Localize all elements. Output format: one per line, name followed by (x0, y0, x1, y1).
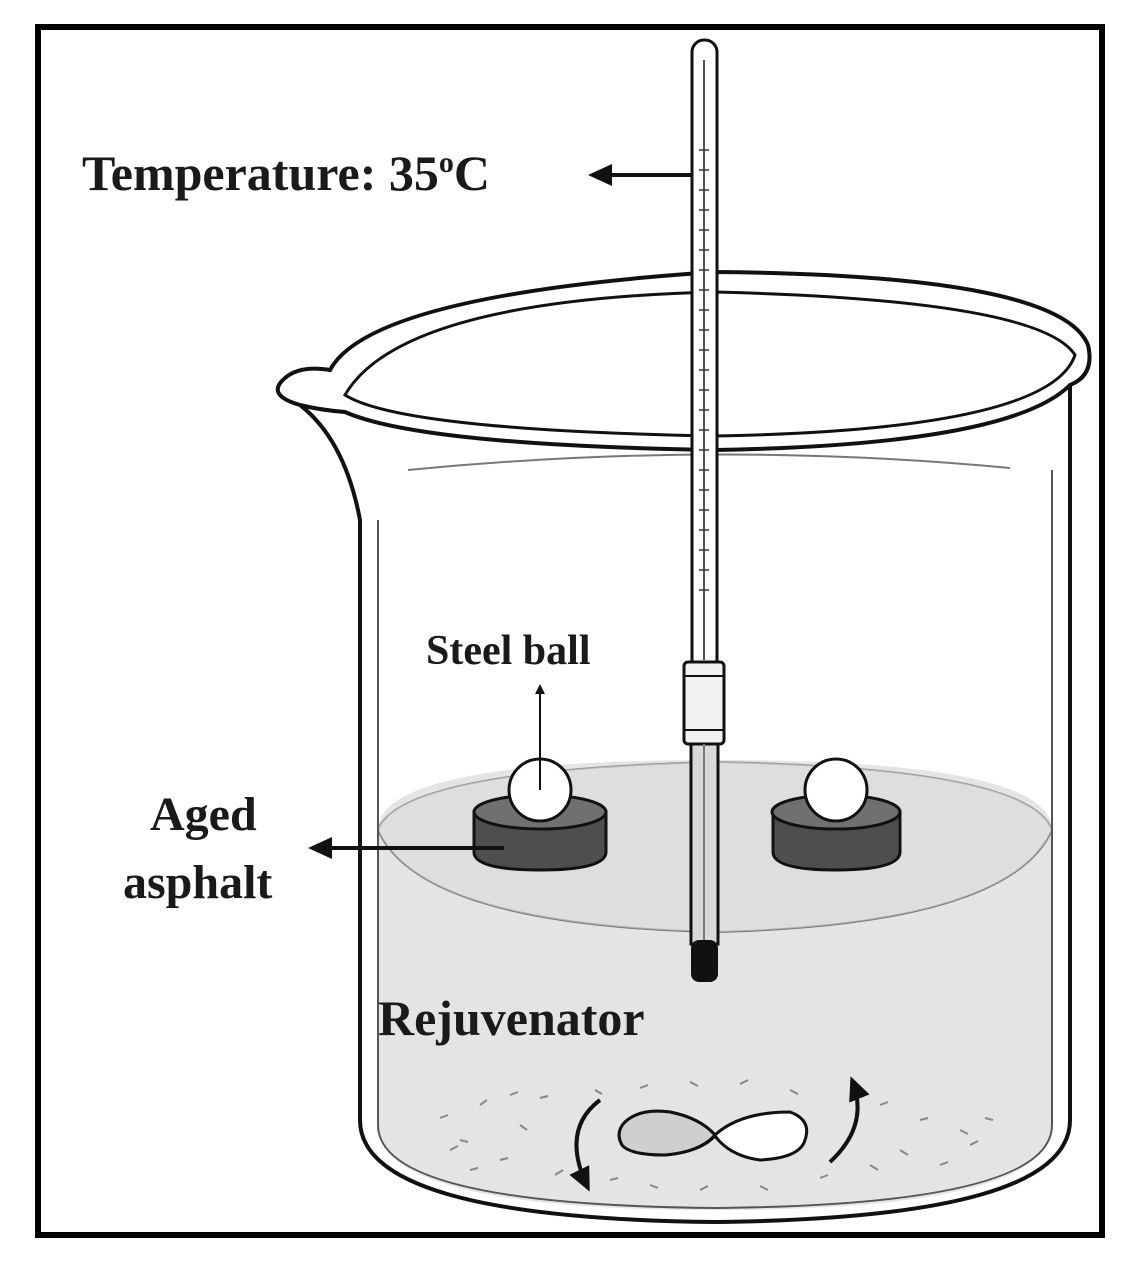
beaker-body (298, 360, 1072, 1225)
stir-particles (439, 1079, 994, 1191)
thermometer (682, 38, 726, 982)
rotation-arrow-right (828, 1076, 870, 1164)
beaker-rim-outer (275, 269, 1092, 453)
temperature-label: Temperature: 35oC (82, 145, 490, 201)
rejuvenator-label: Rejuvenator (378, 990, 645, 1046)
asphalt-sample-left (472, 793, 608, 872)
steel-ball-right (803, 757, 869, 823)
beaker-rim-inner (342, 290, 1077, 438)
temperature-degree: o (439, 146, 454, 179)
stir-bar-shade (617, 1109, 718, 1157)
temperature-unit: C (454, 145, 490, 201)
temperature-prefix: Temperature: 35 (82, 145, 439, 201)
rotation-arrow-left (569, 1098, 602, 1192)
aged-asphalt-label-line1: Aged (150, 788, 257, 841)
beaker-inner-wall (377, 470, 1053, 1210)
figure-frame (35, 24, 1105, 1238)
aged-asphalt-label-line2: asphalt (123, 856, 272, 909)
steel-ball-label: Steel ball (426, 628, 591, 674)
